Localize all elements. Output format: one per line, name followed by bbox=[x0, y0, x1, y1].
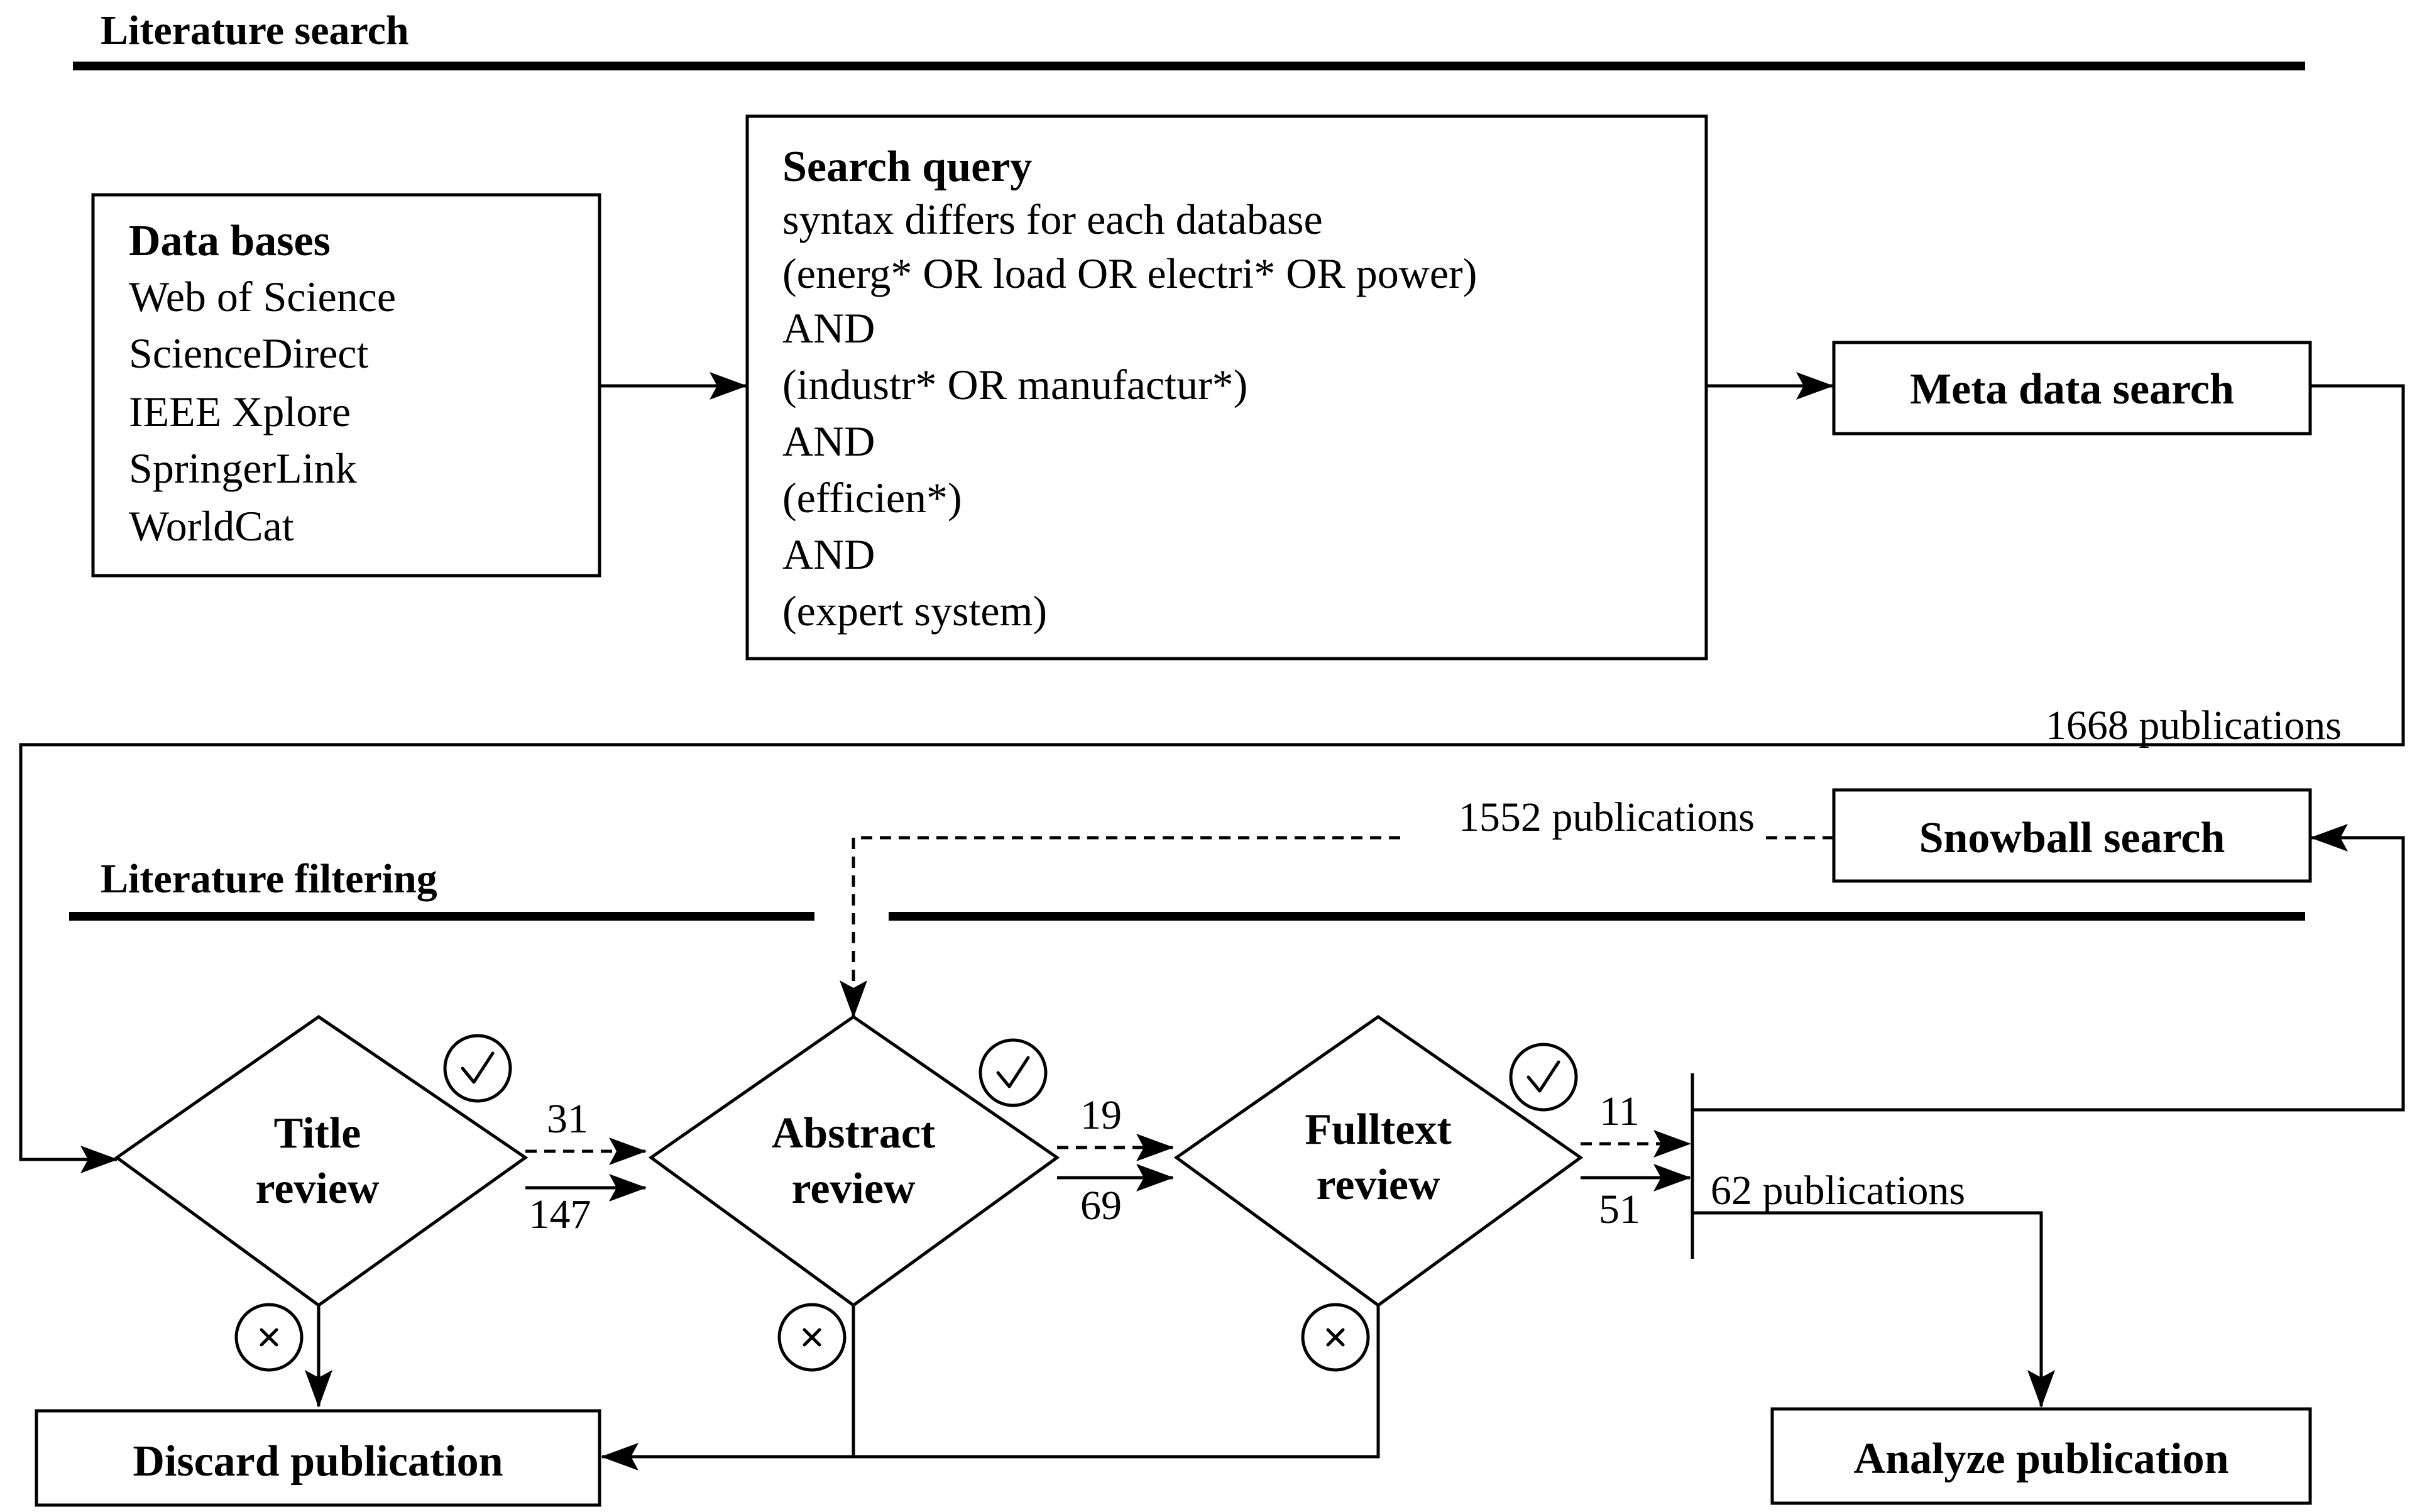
database-item: Web of Science bbox=[129, 273, 396, 320]
analyze-publication-label: Analyze publication bbox=[1853, 1435, 2228, 1483]
search-query-line: (industr* OR manufactur*) bbox=[782, 361, 1247, 408]
fulltext-snowball-count: 11 bbox=[1599, 1088, 1640, 1134]
fulltext-review-label: Fulltext bbox=[1305, 1105, 1451, 1154]
database-item: IEEE Xplore bbox=[129, 388, 351, 436]
check-circle-icon bbox=[1509, 1043, 1578, 1112]
title-review-label: Title bbox=[274, 1109, 361, 1158]
search-query-title: Search query bbox=[782, 143, 1032, 191]
databases-box bbox=[91, 193, 601, 578]
x-circle-icon bbox=[777, 1303, 847, 1372]
search-query-box bbox=[745, 114, 1708, 660]
search-query-line: (energ* OR load OR electri* OR power) bbox=[782, 249, 1477, 297]
snowball-publication-count: 1552 publications bbox=[1459, 794, 1755, 840]
check-circle-icon bbox=[443, 1034, 512, 1103]
snowball-output-line bbox=[840, 836, 1834, 1018]
snowball-feedback-line bbox=[1692, 824, 2405, 1112]
meta-publication-count: 1668 publications bbox=[2046, 703, 2342, 748]
database-item: SpringerLink bbox=[129, 444, 357, 492]
x-circle-icon bbox=[234, 1303, 304, 1372]
databases-title: Data bases bbox=[129, 217, 331, 265]
fulltext-meta-count: 51 bbox=[1599, 1186, 1640, 1232]
snowball-search-label: Snowball search bbox=[1919, 814, 2225, 862]
meta-output-line bbox=[19, 384, 2405, 1173]
title-review-label: review bbox=[256, 1164, 380, 1213]
to-analyze-line bbox=[1692, 1211, 2055, 1408]
abstract-fulltext-discard-line bbox=[852, 1305, 1380, 1459]
search-query-line: syntax differs for each database bbox=[782, 195, 1323, 243]
search-query-line: (expert system) bbox=[782, 587, 1047, 635]
meta-data-search-label: Meta data search bbox=[1910, 365, 2234, 414]
abstract-snowball-count: 19 bbox=[1080, 1092, 1122, 1138]
discard-publication-label: Discard publication bbox=[133, 1437, 503, 1486]
title-snowball-count: 31 bbox=[547, 1096, 588, 1142]
section-title-literature-search: Literature search bbox=[101, 8, 409, 53]
abstract-meta-count: 69 bbox=[1080, 1183, 1122, 1229]
search-query-line: AND bbox=[782, 530, 875, 578]
snowball-search-box bbox=[1832, 788, 2312, 883]
search-query-line: AND bbox=[782, 304, 875, 352]
check-circle-icon bbox=[979, 1038, 1048, 1107]
search-query-line: AND bbox=[782, 417, 875, 465]
search-query-line: (efficien*) bbox=[782, 474, 962, 522]
total-publication-count: 62 publications bbox=[1711, 1168, 1965, 1213]
fulltext-review-label: review bbox=[1317, 1161, 1440, 1209]
section-title-literature-filtering: Literature filtering bbox=[101, 856, 437, 902]
database-item: ScienceDirect bbox=[129, 329, 368, 377]
abstract-review-label: review bbox=[792, 1164, 916, 1213]
title-meta-count: 147 bbox=[529, 1192, 591, 1237]
analyze-publication-box bbox=[1770, 1407, 2312, 1505]
snowball-count-bg bbox=[1408, 799, 1760, 850]
abstract-review-label: Abstract bbox=[772, 1109, 935, 1158]
meta-data-search-box bbox=[1832, 341, 2312, 436]
x-circle-icon bbox=[1301, 1303, 1370, 1372]
database-item: WorldCat bbox=[129, 502, 294, 550]
discard-publication-box bbox=[35, 1409, 601, 1507]
